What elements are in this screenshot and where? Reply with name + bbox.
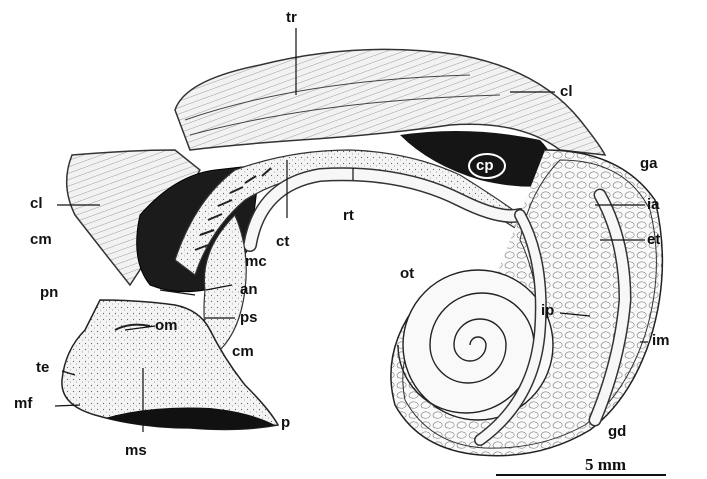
label-tr: tr: [286, 10, 297, 25]
retractor-muscle-band: [175, 49, 605, 155]
label-im: im: [652, 333, 670, 348]
label-ip: ip: [541, 303, 554, 318]
label-ct: ct: [276, 234, 289, 249]
label-cp: cp: [476, 158, 494, 173]
label-cm-left: cm: [30, 232, 52, 247]
label-mf: mf: [14, 396, 32, 411]
label-ms: ms: [125, 443, 147, 458]
label-an: an: [240, 282, 258, 297]
label-ia: ia: [647, 197, 660, 212]
label-om: om: [155, 318, 178, 333]
label-rt: rt: [343, 208, 354, 223]
label-ot: ot: [400, 266, 414, 281]
label-cl-top: cl: [560, 84, 573, 99]
label-ga: ga: [640, 156, 658, 171]
label-ps: ps: [240, 310, 258, 325]
label-mc: mc: [245, 254, 267, 269]
label-p: p: [281, 415, 290, 430]
label-pn: pn: [40, 285, 58, 300]
label-te: te: [36, 360, 49, 375]
label-cl-left: cl: [30, 196, 43, 211]
label-et: et: [647, 232, 660, 247]
label-cm-bottom: cm: [232, 344, 254, 359]
label-gd: gd: [608, 424, 626, 439]
scale-label: 5 mm: [585, 455, 626, 475]
scale-bar: [496, 474, 666, 476]
